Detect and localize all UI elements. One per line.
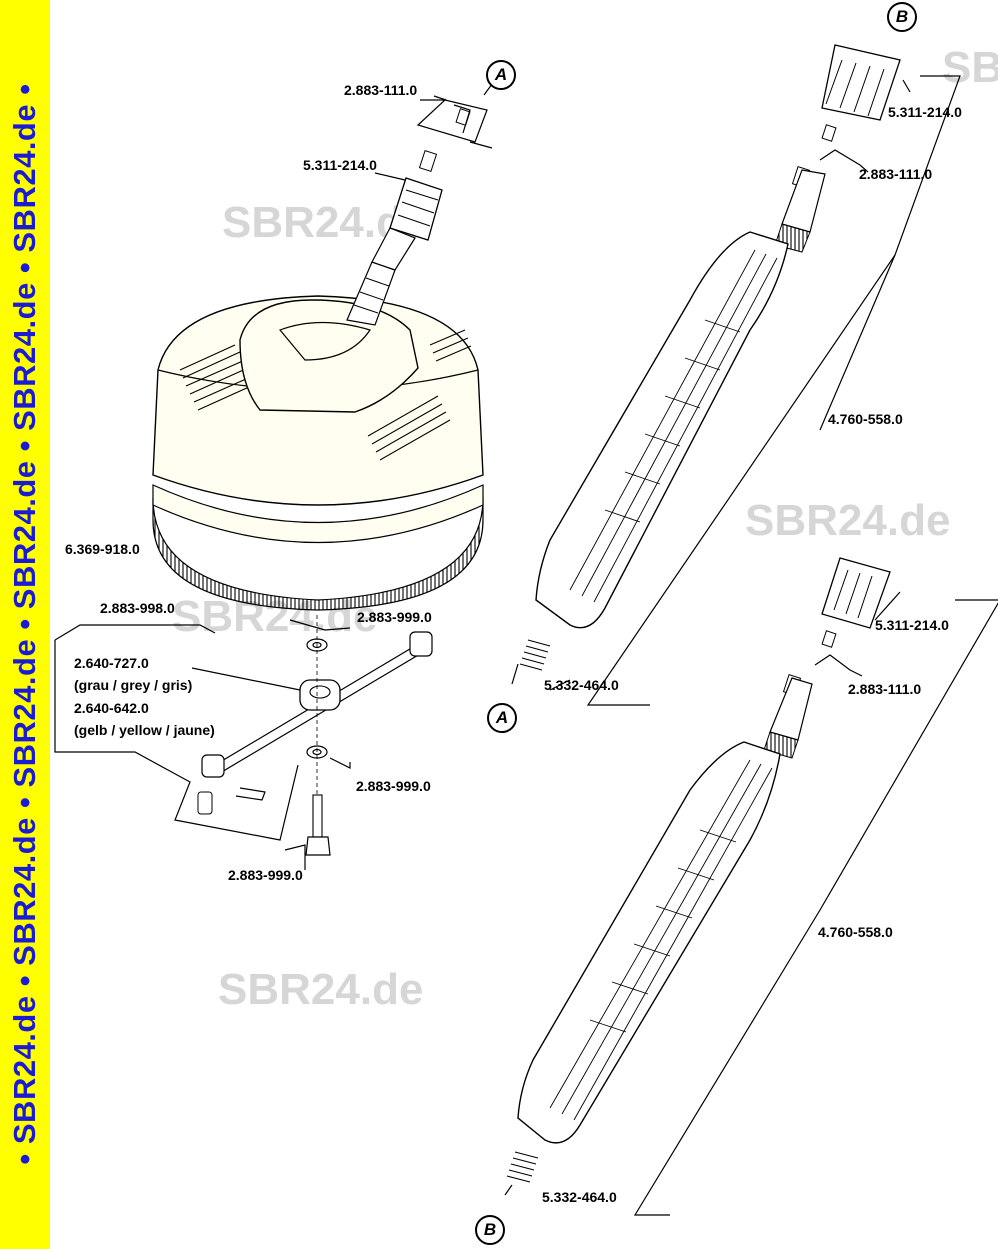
- parts-drawing: [54, 44, 998, 1216]
- lance-lower-drawing: [506, 557, 891, 1183]
- label-nut-a: 5.311-214.0: [303, 157, 377, 173]
- watermark: SBR24.de: [745, 496, 951, 545]
- label-lance-upper: 4.760-558.0: [828, 411, 903, 427]
- label-surface-cleaner: 6.369-918.0: [65, 541, 140, 557]
- label-spring-upper: 5.332-464.0: [544, 677, 619, 693]
- label-coupling-b-lower: 2.883-111.0: [848, 681, 922, 697]
- watermark: SB: [942, 43, 998, 92]
- label-bolt: 2.883-999.0: [228, 867, 303, 883]
- rotor-arm-drawing: [197, 615, 433, 856]
- callout-b-top: B: [887, 2, 917, 32]
- sidebar-watermark-text: • SBR24.de • SBR24.de • SBR24.de • SBR24…: [7, 83, 42, 1165]
- label-nut-b-lower: 5.311-214.0: [875, 617, 949, 633]
- watermark: SBR24.de: [218, 965, 424, 1014]
- callout-a-bottom: A: [487, 703, 517, 733]
- lance-upper-drawing: [519, 44, 901, 671]
- surface-cleaner-drawing: [152, 104, 484, 611]
- callout-b-bottom: B: [475, 1215, 505, 1245]
- label-rotor-arm-2: 2.640-642.0: [74, 700, 149, 716]
- label-washer-bottom: 2.883-999.0: [356, 778, 431, 794]
- label-rotor-arm-1-color: (grau / grey / gris): [74, 677, 193, 693]
- label-spring-lower: 5.332-464.0: [542, 1189, 617, 1205]
- exploded-parts-diagram: SBR24.de SBR24.de SBR24.de SBR24.de SB: [50, 0, 998, 1249]
- label-rotor-set: 2.883-998.0: [100, 600, 175, 616]
- label-lance-lower: 4.760-558.0: [818, 924, 893, 940]
- sidebar-banner: • SBR24.de • SBR24.de • SBR24.de • SBR24…: [0, 0, 50, 1249]
- label-rotor-arm-1: 2.640-727.0: [74, 655, 149, 671]
- label-coupling-b-upper: 2.883-111.0: [859, 166, 933, 182]
- label-nut-b-upper: 5.311-214.0: [888, 104, 962, 120]
- label-rotor-arm-2-color: (gelb / yellow / jaune): [74, 722, 215, 738]
- callout-a-top: A: [486, 60, 516, 90]
- label-washer-top: 2.883-999.0: [357, 609, 432, 625]
- label-coupling-a: 2.883-111.0: [344, 82, 418, 98]
